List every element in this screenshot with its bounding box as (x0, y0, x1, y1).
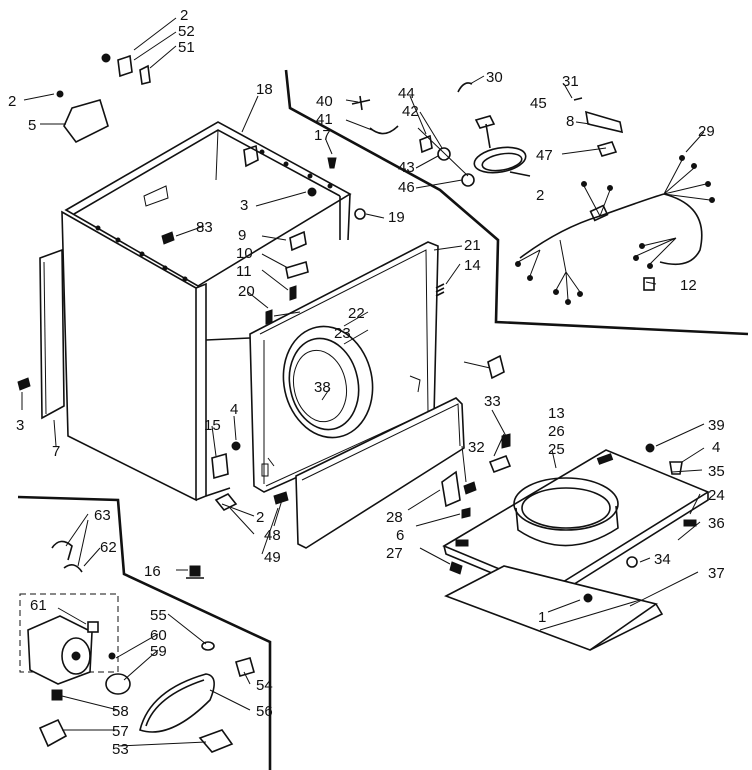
callout-20: 20 (238, 283, 255, 300)
callout-44: 44 (398, 85, 415, 102)
callout-25: 25 (548, 441, 565, 458)
callout-45: 45 (530, 95, 547, 112)
callout-22: 22 (348, 305, 365, 322)
callout-4: 4 (712, 439, 720, 456)
callout-54: 54 (256, 677, 273, 694)
callout-21: 21 (464, 237, 481, 254)
callout-6: 6 (396, 527, 404, 544)
callout-34: 34 (654, 551, 671, 568)
callout-17: 17 (314, 127, 331, 144)
callout-5: 5 (28, 117, 36, 134)
callout-83: 83 (196, 219, 213, 236)
callout-52: 52 (178, 23, 195, 40)
callout-46: 46 (398, 179, 415, 196)
wire-harness (515, 155, 715, 305)
callout-29: 29 (698, 123, 715, 140)
section-boundary-lower-left (17, 495, 272, 770)
callout-42: 42 (402, 103, 419, 120)
callout-60: 60 (150, 627, 167, 644)
callout-27: 27 (386, 545, 403, 562)
callout-9: 9 (238, 227, 246, 244)
callout-2: 2 (180, 7, 188, 24)
callout-48: 48 (264, 527, 281, 544)
callout-40: 40 (316, 93, 333, 110)
callout-35: 35 (708, 463, 725, 480)
callout-28: 28 (386, 509, 403, 526)
callout-61: 61 (30, 597, 47, 614)
callout-2: 2 (256, 509, 264, 526)
callout-13: 13 (548, 405, 565, 422)
cabinet (61, 121, 352, 502)
motor-assembly (19, 540, 255, 753)
base-assembly (442, 449, 710, 651)
callout-4: 4 (230, 401, 238, 418)
callout-1: 1 (538, 609, 546, 626)
callout-55: 55 (150, 607, 167, 624)
callout-12: 12 (680, 277, 697, 294)
callout-16: 16 (144, 563, 161, 580)
callout-7: 7 (52, 443, 60, 460)
callout-62: 62 (100, 539, 117, 556)
callout-2: 2 (8, 93, 16, 110)
callout-18: 18 (256, 81, 273, 98)
callout-32: 32 (468, 439, 485, 456)
callout-3: 3 (16, 417, 24, 434)
callout-41: 41 (316, 111, 333, 128)
callout-26: 26 (548, 423, 565, 440)
callout-59: 59 (150, 643, 167, 660)
callout-37: 37 (708, 565, 725, 582)
callout-33: 33 (484, 393, 501, 410)
callout-43: 43 (398, 159, 415, 176)
callout-63: 63 (94, 507, 111, 524)
callout-56: 56 (256, 703, 273, 720)
power-cord (473, 115, 531, 177)
callout-14: 14 (464, 257, 481, 274)
small-hardware (17, 53, 683, 603)
callout-57: 57 (112, 723, 129, 740)
callout-15: 15 (204, 417, 221, 434)
callout-23: 23 (334, 325, 351, 342)
callout-31: 31 (562, 73, 579, 90)
callout-38: 38 (314, 379, 331, 396)
callout-11: 11 (236, 263, 252, 280)
callout-51: 51 (178, 39, 195, 56)
callout-53: 53 (112, 741, 129, 758)
toe-panel (295, 397, 465, 549)
callout-8: 8 (566, 113, 574, 130)
callout-47: 47 (536, 147, 553, 164)
callout-3: 3 (240, 197, 248, 214)
leader-lines (21, 17, 705, 747)
back-panel (39, 248, 65, 420)
callout-24: 24 (708, 487, 725, 504)
callout-2: 2 (536, 187, 544, 204)
callout-39: 39 (708, 417, 725, 434)
callout-30: 30 (486, 69, 503, 86)
part-callouts: 2 52 51 2 5 18 40 41 44 42 45 43 46 30 3… (8, 7, 725, 758)
callout-49: 49 (264, 549, 281, 566)
section-boundary-upper-right (284, 69, 749, 336)
callout-36: 36 (708, 515, 725, 532)
callout-10: 10 (236, 245, 253, 262)
callout-58: 58 (112, 703, 129, 720)
callout-19: 19 (388, 209, 405, 226)
